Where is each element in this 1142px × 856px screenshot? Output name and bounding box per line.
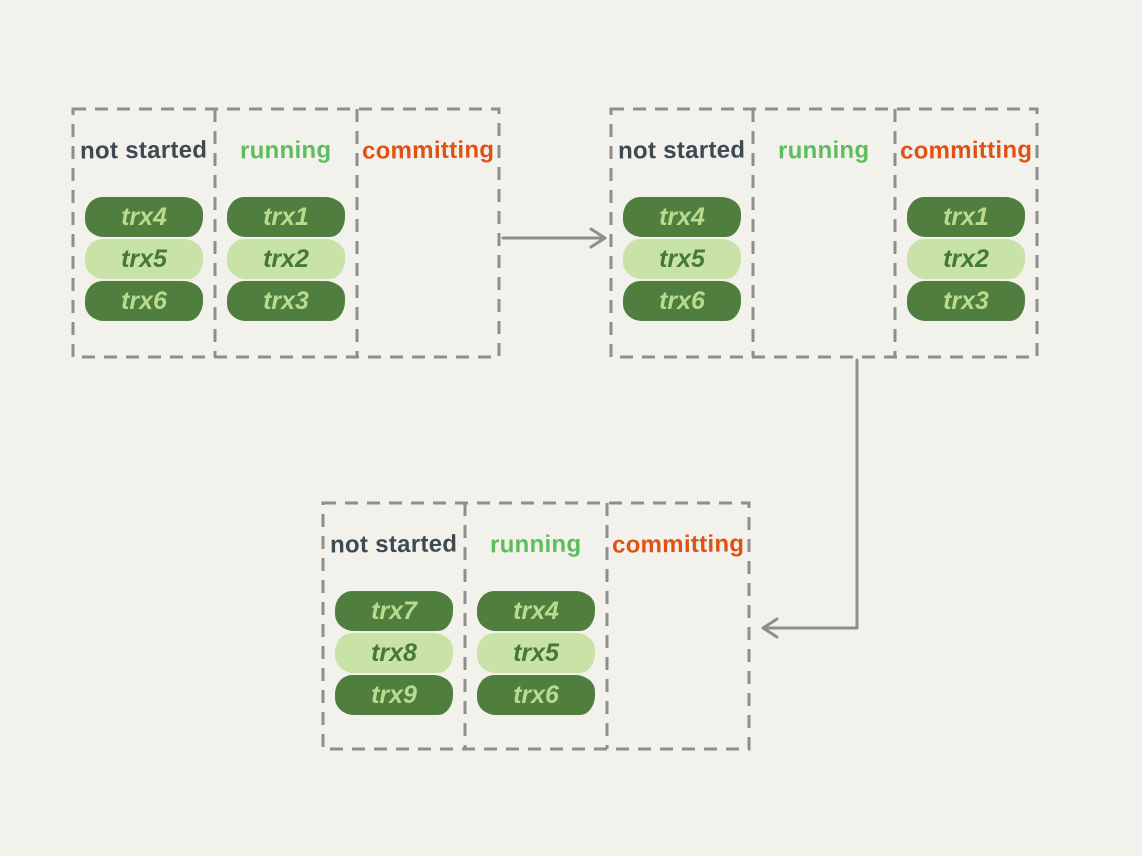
- panel2-column-not-started: not started trx4 trx5 trx6: [611, 109, 753, 357]
- pill-stack: trx1 trx2 trx3: [227, 197, 345, 323]
- panel3-column-committing: committing: [607, 503, 749, 749]
- transaction-pill: trx6: [477, 675, 595, 715]
- running-header: running: [490, 530, 582, 559]
- pill-stack: trx4 trx5 trx6: [623, 197, 741, 323]
- arrowhead-right-icon: [589, 227, 607, 249]
- transaction-pill: trx2: [227, 239, 345, 279]
- running-header: running: [240, 136, 332, 165]
- transaction-pill: trx5: [85, 239, 203, 279]
- committing-header: committing: [611, 530, 745, 559]
- panel1-column-committing: committing: [357, 109, 499, 357]
- pill-stack: trx7 trx8 trx9: [335, 591, 453, 717]
- transaction-pill: trx7: [335, 591, 453, 631]
- transaction-pill: trx6: [623, 281, 741, 321]
- transaction-pill: trx1: [227, 197, 345, 237]
- transaction-pill: trx6: [85, 281, 203, 321]
- not-started-header: not started: [80, 136, 208, 165]
- transaction-pill: trx5: [623, 239, 741, 279]
- committing-header: committing: [361, 136, 495, 165]
- panel3-column-running: running trx4 trx5 trx6: [465, 503, 607, 749]
- arrow-state2-to-state3: [763, 358, 859, 630]
- not-started-header: not started: [330, 530, 458, 559]
- panel1-column-running: running trx1 trx2 trx3: [215, 109, 357, 357]
- panel3-column-not-started: not started trx7 trx8 trx9: [323, 503, 465, 749]
- transaction-pill: trx9: [335, 675, 453, 715]
- transaction-pill: trx5: [477, 633, 595, 673]
- panel2-column-running: running: [753, 109, 895, 357]
- transaction-pill: trx4: [477, 591, 595, 631]
- arrowhead-left-icon: [761, 617, 779, 639]
- running-header: running: [778, 136, 870, 165]
- transaction-pill: trx3: [227, 281, 345, 321]
- transaction-pill: trx8: [335, 633, 453, 673]
- not-started-header: not started: [618, 136, 746, 165]
- transaction-pill: trx3: [907, 281, 1025, 321]
- committing-header: committing: [899, 136, 1033, 165]
- pill-stack: trx1 trx2 trx3: [907, 197, 1025, 323]
- transaction-pill: trx2: [907, 239, 1025, 279]
- panel2-column-committing: committing trx1 trx2 trx3: [895, 109, 1037, 357]
- transaction-pill: trx4: [85, 197, 203, 237]
- transaction-pill: trx4: [623, 197, 741, 237]
- pill-stack: trx4 trx5 trx6: [85, 197, 203, 323]
- pill-stack: trx4 trx5 trx6: [477, 591, 595, 717]
- transaction-pill: trx1: [907, 197, 1025, 237]
- panel1-column-not-started: not started trx4 trx5 trx6: [73, 109, 215, 357]
